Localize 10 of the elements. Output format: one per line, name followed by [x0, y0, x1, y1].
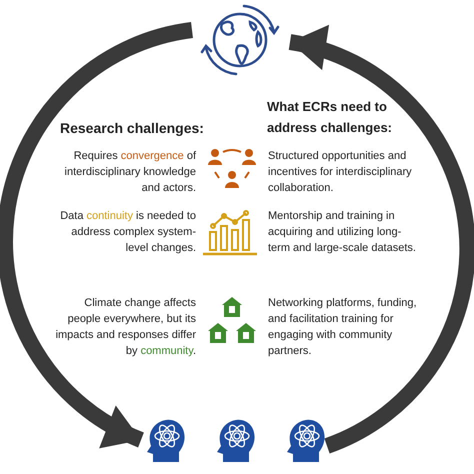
- challenge-text: Climate change affects people everywhere, but its impacts and responses differ by community.: [54, 296, 196, 359]
- curved-arrow: [0, 22, 194, 448]
- curved-arrow: [288, 27, 474, 454]
- need-text: Networking platforms, funding, and facilitation training for engaging with community partners.: [268, 296, 418, 359]
- column-heading: What ECRs need to address challenges:: [267, 98, 393, 137]
- column-heading: Research challenges:: [60, 119, 205, 138]
- need-text: Mentorship and training in acquiring and utilizing long-term and large-scale datasets.: [268, 209, 417, 256]
- challenge-text: Requires convergence of interdisciplinary knowledge and actors.: [64, 149, 196, 196]
- challenge-text: Data continuity is needed to address complex system-level changes.: [59, 209, 196, 256]
- need-text: Structured opportunities and incentives for interdisciplinary collaboration.: [268, 149, 413, 196]
